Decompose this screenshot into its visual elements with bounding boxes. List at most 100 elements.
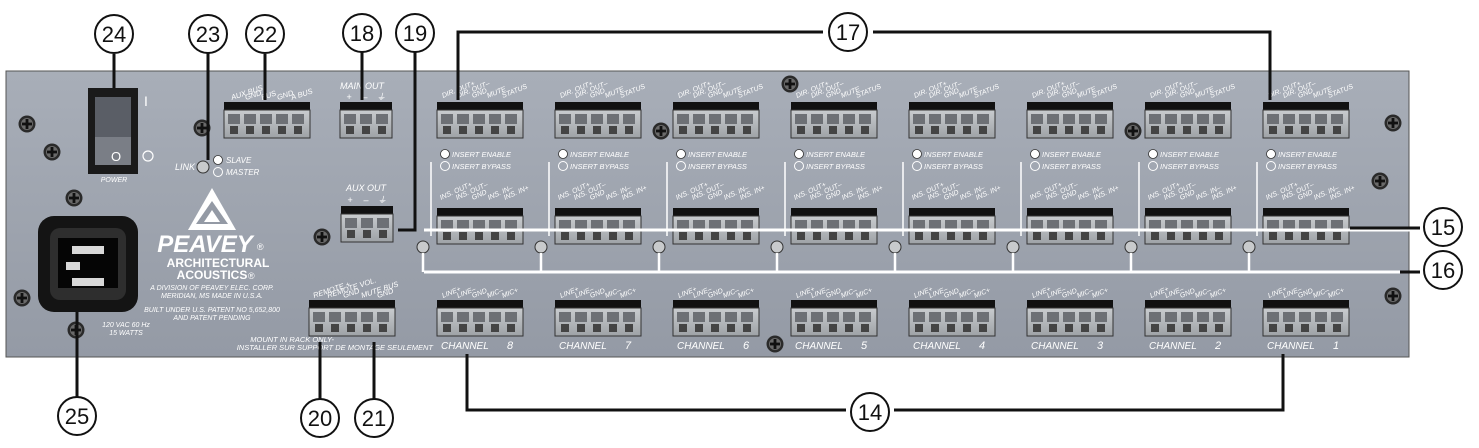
line-mic-terminal[interactable] — [1144, 299, 1232, 337]
brand-name: PEAVEY — [157, 231, 255, 258]
callout-circle — [1423, 250, 1463, 290]
insert-terminal[interactable] — [1144, 207, 1232, 245]
patent-line1: BUILT UNDER U.S. PATENT NO 5,652,800 — [144, 307, 280, 314]
insert-enable-indicator-icon — [1148, 149, 1158, 159]
insert-enable-indicator-icon — [1266, 149, 1276, 159]
voltage-line1: 120 VAC 60 Hz — [102, 322, 150, 329]
insert-terminal[interactable] — [554, 207, 642, 245]
division-line1: A DIVISION OF PEAVEY ELEC. CORP. — [149, 285, 274, 292]
main-out-terminal[interactable] — [339, 101, 393, 139]
line-mic-terminal[interactable] — [436, 299, 524, 337]
insert-bypass-indicator-icon — [912, 161, 922, 171]
screw-icon — [1371, 172, 1389, 190]
insert-bypass-label: INSERT BYPASS — [1160, 162, 1219, 171]
power-switch[interactable] — [88, 88, 138, 174]
callout-21: 21 — [354, 398, 394, 438]
voltage-line2: 15 WATTS — [109, 330, 143, 337]
direct-out-terminal[interactable] — [1144, 101, 1232, 139]
aux-out-pin-label: ⏚ — [377, 195, 386, 205]
insert-bypass-label: INSERT BYPASS — [806, 162, 865, 171]
insert-bypass-indicator-icon — [558, 161, 568, 171]
channel-number: 4 — [979, 340, 985, 352]
line-mic-terminal[interactable] — [1262, 299, 1350, 337]
screw-icon — [18, 115, 36, 133]
insert-terminal[interactable] — [1262, 207, 1350, 245]
callout-number: 24 — [102, 22, 126, 47]
insert-terminal[interactable] — [908, 207, 996, 245]
line-mic-terminal[interactable] — [1026, 299, 1114, 337]
direct-out-terminal[interactable] — [672, 101, 760, 139]
callout-number: 14 — [858, 400, 882, 425]
iec-power-inlet[interactable] — [38, 216, 138, 312]
channel-number: 1 — [1333, 340, 1339, 352]
insert-jumper-icon — [1124, 240, 1138, 254]
insert-bypass-indicator-icon — [676, 161, 686, 171]
insert-jumper-icon — [1242, 240, 1256, 254]
callout-circle — [300, 398, 340, 438]
insert-terminal[interactable] — [790, 207, 878, 245]
insert-jumper-icon — [1006, 240, 1020, 254]
callout-circle — [342, 13, 382, 53]
callout-number: 25 — [65, 404, 89, 429]
insert-enable-label: INSERT ENABLE — [1278, 150, 1338, 159]
master-label: MASTER — [226, 168, 260, 177]
callout-circle — [395, 13, 435, 53]
insert-bypass-label: INSERT BYPASS — [688, 162, 747, 171]
aux-out-title: AUX OUT — [345, 183, 388, 193]
link-button[interactable] — [196, 160, 210, 174]
direct-out-terminal[interactable] — [436, 101, 524, 139]
line-mic-terminal[interactable] — [672, 299, 760, 337]
direct-out-terminal[interactable] — [1026, 101, 1114, 139]
insert-enable-label: INSERT ENABLE — [688, 150, 748, 159]
callout-number: 16 — [1431, 258, 1455, 283]
insert-terminal[interactable] — [1026, 207, 1114, 245]
direct-out-terminal[interactable] — [908, 101, 996, 139]
insert-enable-indicator-icon — [912, 149, 922, 159]
insert-bypass-label: INSERT BYPASS — [452, 162, 511, 171]
brand-line1: ARCHITECTURAL — [167, 256, 270, 270]
line-mic-terminal[interactable] — [554, 299, 642, 337]
brand-line2: ACOUSTICS — [177, 268, 248, 282]
insert-jumper-icon — [770, 240, 784, 254]
channel-number: 5 — [861, 340, 868, 352]
callout-24: 24 — [94, 14, 134, 54]
insert-enable-indicator-icon — [1030, 149, 1040, 159]
screw-icon — [65, 189, 83, 207]
callout-number: 20 — [308, 406, 332, 431]
insert-bypass-indicator-icon — [1030, 161, 1040, 171]
insert-terminal[interactable] — [672, 207, 760, 245]
callout-circle — [57, 396, 97, 436]
direct-out-terminal[interactable] — [790, 101, 878, 139]
callout-18: 18 — [342, 13, 382, 53]
callout-14: 14 — [850, 392, 890, 432]
direct-out-terminal[interactable] — [1262, 101, 1350, 139]
leader-17-right — [873, 30, 1272, 100]
line-mic-terminal[interactable] — [908, 299, 996, 337]
mount-line2: INSTALLER SUR SUPPORT DE MONTAGE SEULEME… — [237, 343, 435, 352]
callout-22: 22 — [245, 14, 285, 54]
channel-label: CHANNEL — [559, 341, 607, 352]
remote-terminal[interactable] — [308, 299, 396, 337]
main-out-pin-label: ⏚ — [376, 92, 385, 102]
insert-enable-indicator-icon — [558, 149, 568, 159]
insert-terminal[interactable] — [436, 207, 524, 245]
main-out-pin-label: + — [346, 92, 351, 102]
screw-icon — [1384, 287, 1402, 305]
leader-14-left — [465, 354, 846, 412]
callout-number: 19 — [403, 21, 427, 46]
callout-circle — [94, 14, 134, 54]
screw-icon — [781, 75, 799, 93]
leader-17-left — [456, 30, 823, 100]
channel-label: CHANNEL — [441, 341, 489, 352]
insert-enable-indicator-icon — [794, 149, 804, 159]
aux-bus-terminal[interactable] — [223, 101, 311, 139]
channel-label: CHANNEL — [913, 341, 961, 352]
aux-out-terminal[interactable] — [340, 205, 394, 243]
callout-number: 21 — [362, 406, 386, 431]
direct-out-terminal[interactable] — [554, 101, 642, 139]
channel-label: CHANNEL — [1149, 341, 1197, 352]
line-mic-terminal[interactable] — [790, 299, 878, 337]
